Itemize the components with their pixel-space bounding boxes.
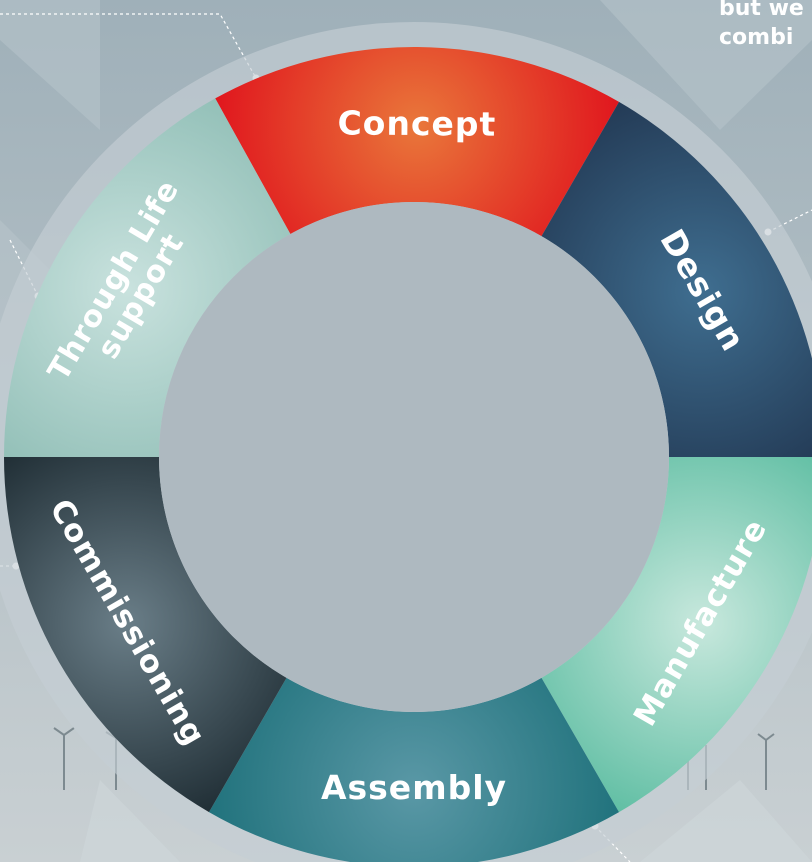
bg-chevron-top-left (0, 0, 100, 130)
segment-label-line: Assembly (321, 768, 507, 807)
segment-through-life-support[interactable] (4, 98, 291, 458)
segment-assembly[interactable] (209, 677, 619, 862)
top-right-text-line-1: but we (719, 0, 804, 21)
segment-label-line: Concept (337, 103, 496, 143)
segment-label-concept: Concept (337, 103, 496, 143)
top-right-text-line-2: combi (719, 25, 794, 50)
segment-concept[interactable] (215, 47, 619, 237)
segments (4, 47, 812, 862)
inner-disc (159, 202, 669, 712)
segment-commissioning[interactable] (4, 457, 287, 813)
top-right-text: but we combi (719, 0, 812, 52)
segment-design[interactable] (541, 101, 812, 457)
segment-label-assembly: Assembly (321, 768, 507, 807)
bg-chevron-bottom-right (640, 780, 812, 862)
segment-manufacture[interactable] (541, 457, 812, 813)
bg-chevron-bottom-left (80, 780, 180, 862)
bg-chevron-top-right (600, 0, 812, 130)
